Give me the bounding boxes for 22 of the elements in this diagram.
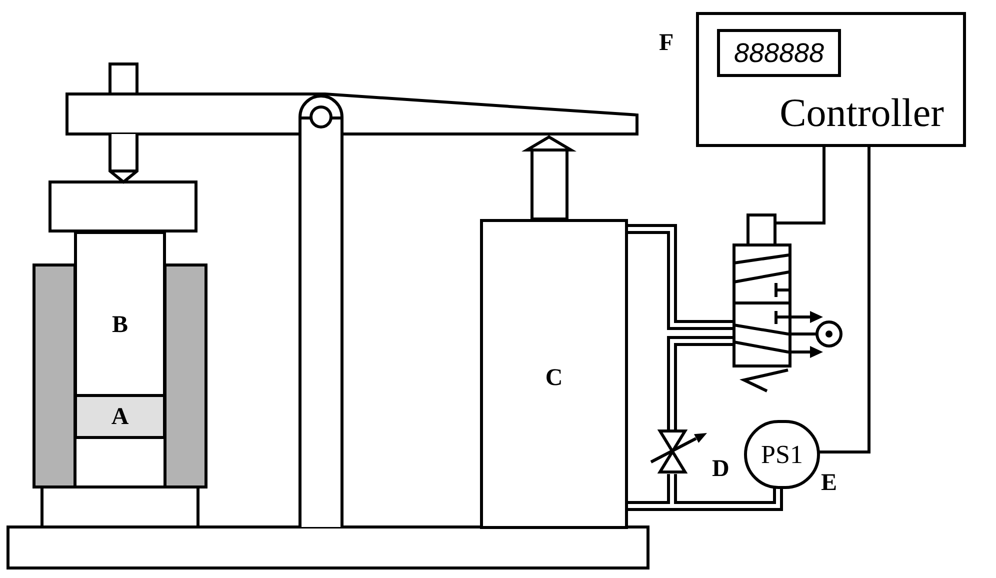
switch-label: PS1	[761, 442, 803, 468]
controller-label: Controller	[780, 93, 944, 133]
part-letter: D	[712, 457, 730, 481]
needle-valve	[648, 429, 710, 474]
specimen-block	[74, 394, 166, 439]
solenoid-valve	[731, 213, 844, 394]
digital-display	[717, 29, 841, 77]
part-letter: C	[545, 366, 563, 390]
part-letter: B	[112, 313, 128, 337]
display-digits: 888888	[734, 40, 824, 66]
signal-wire	[775, 145, 826, 224]
pipe-line	[667, 336, 735, 430]
part-letter: E	[821, 471, 838, 495]
controller-box	[696, 12, 966, 147]
pipe-line	[626, 224, 735, 330]
part-letter: F	[659, 31, 674, 55]
signal-wire	[818, 145, 870, 454]
pipe-line	[626, 501, 672, 511]
cylinder-box	[480, 219, 628, 529]
piston-block	[74, 231, 166, 397]
pipe-line	[667, 474, 677, 501]
part-letter: A	[111, 404, 129, 428]
